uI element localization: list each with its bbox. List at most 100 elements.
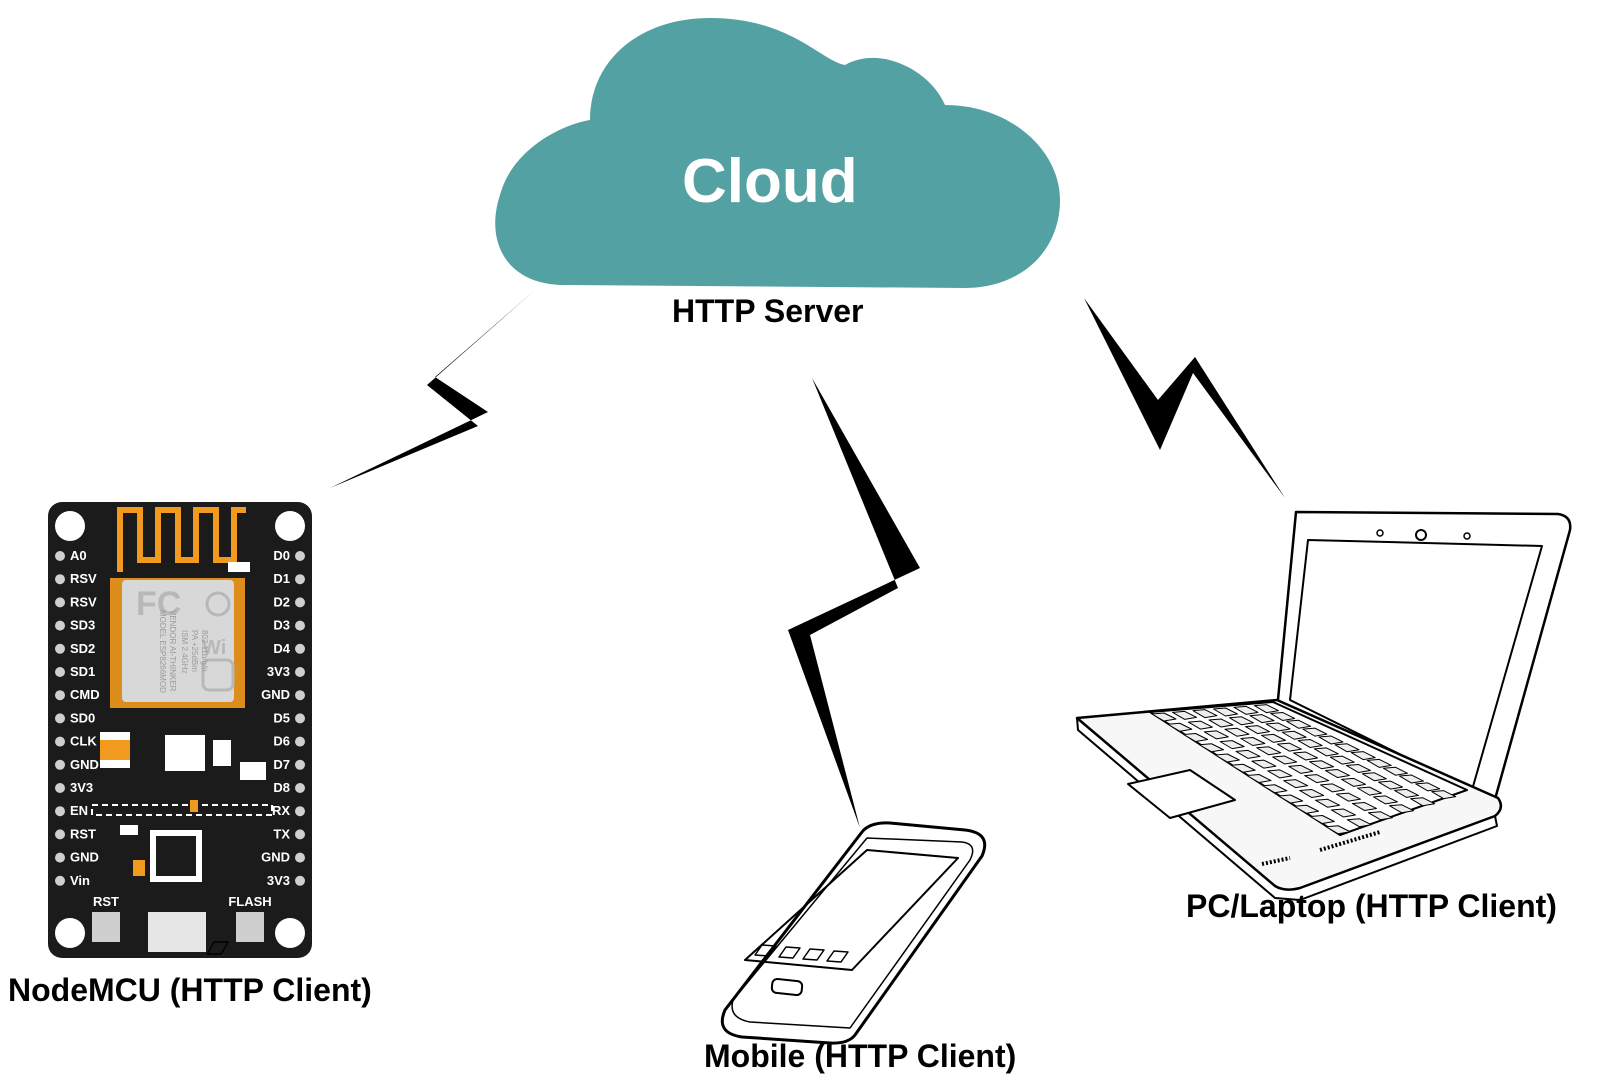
laptop-key (1357, 786, 1382, 796)
right-pin-label: D0 (273, 548, 290, 563)
right-pin-dot (295, 574, 305, 585)
laptop-key (1320, 783, 1346, 793)
right-pin-label: D4 (273, 641, 290, 656)
left-pin-label: RSV (70, 594, 97, 609)
http-server-label: HTTP Server (672, 293, 864, 329)
right-pin-dot (295, 736, 305, 747)
right-pin-label: D2 (273, 594, 290, 609)
laptop-key (1245, 725, 1270, 735)
laptop-key (1367, 811, 1393, 821)
right-pin-label: D7 (273, 757, 290, 772)
right-pin-dot (295, 852, 305, 863)
laptop-key (1187, 720, 1213, 730)
left-pin-label: Vin (70, 873, 90, 888)
laptop-key (1297, 739, 1323, 749)
right-pin-label: 3V3 (267, 664, 290, 679)
left-pin-label: RST (70, 826, 96, 841)
nodemcu-board-icon: FC Wi MODEL ESP8266MOD VENDOR AI-THINKER… (48, 502, 312, 958)
laptop-key (1330, 808, 1356, 818)
left-pin-dot (55, 713, 65, 724)
right-pin-label: GND (261, 687, 290, 702)
rst-button-label: RST (93, 894, 119, 909)
laptop-key (1256, 746, 1282, 756)
cloud-title: Cloud (682, 147, 858, 216)
right-pin-dot (295, 783, 305, 793)
mobile-label: Mobile (HTTP Client) (704, 1038, 1017, 1074)
laptop-key (1192, 709, 1218, 719)
laptop-key (1277, 742, 1302, 752)
right-pin-dot (295, 875, 305, 886)
right-pin-label: RX (272, 803, 290, 818)
svg-text:VENDOR AI-THINKER: VENDOR AI-THINKER (168, 610, 177, 692)
laptop-key (1265, 722, 1291, 732)
right-pin-dot (295, 829, 305, 840)
laptop-key (1283, 779, 1309, 789)
laptop-key (1334, 743, 1360, 753)
laptop-key (1208, 718, 1234, 728)
lightning-bolt-icon (330, 290, 535, 488)
svg-text:802.11b/g/n: 802.11b/g/n (200, 630, 209, 672)
laptop-key (1346, 818, 1372, 828)
right-pin-dot (295, 597, 305, 608)
laptop-key (1293, 751, 1318, 761)
right-pin-label: D8 (273, 780, 290, 795)
left-pin-dot (55, 643, 65, 654)
lightning-bolt-icon (788, 378, 920, 828)
laptop-key (1366, 758, 1392, 768)
left-pin-label: EN (70, 803, 88, 818)
laptop-key (1288, 764, 1314, 774)
laptop-key (1214, 753, 1240, 763)
right-pin-label: D1 (273, 571, 290, 586)
laptop-key (1281, 730, 1307, 740)
laptop-key (1341, 777, 1366, 787)
svg-text:MODEL ESP8266MOD: MODEL ESP8266MOD (158, 610, 167, 693)
left-pin-dot (55, 574, 65, 585)
left-pin-dot (55, 736, 65, 747)
right-pin-label: TX (273, 826, 290, 841)
svg-text:PA +25dBm: PA +25dBm (190, 630, 199, 672)
laptop-key (1233, 705, 1259, 715)
laptop-key (1351, 801, 1377, 811)
laptop-key (1389, 804, 1414, 814)
right-pin-dot (295, 667, 305, 677)
laptop-key (1325, 825, 1351, 835)
laptop-key (1203, 730, 1229, 740)
lightning-bolt-middle (788, 378, 920, 828)
right-pin-label: 3V3 (267, 873, 290, 888)
laptop-key (1224, 727, 1250, 737)
laptop-key (1309, 760, 1334, 770)
right-pin-label: D3 (273, 618, 290, 633)
left-pin-label: A0 (70, 548, 87, 563)
laptop-key (1235, 749, 1261, 759)
laptop-key (1394, 788, 1420, 798)
laptop-key (1249, 714, 1275, 724)
laptop-key (1302, 727, 1328, 737)
svg-text:Wi: Wi (202, 637, 226, 659)
laptop-key (1254, 704, 1279, 714)
left-pin-label: CLK (70, 734, 97, 749)
left-pin-dot (55, 783, 65, 793)
laptop-key (1167, 722, 1193, 732)
laptop-key (1313, 747, 1339, 757)
left-pin-label: GND (70, 850, 99, 865)
left-pin-dot (55, 620, 65, 631)
laptop-key (1294, 804, 1319, 814)
svg-text:ISM 2.4GHz: ISM 2.4GHz (180, 630, 189, 674)
laptop-key (1350, 751, 1376, 761)
right-pin-label: GND (261, 850, 290, 865)
right-pin-dot (295, 551, 305, 561)
smartphone-icon (206, 821, 987, 1045)
laptop-key (1373, 795, 1398, 805)
laptop-key (1230, 763, 1256, 773)
right-pin-dot (295, 643, 305, 654)
laptop-key (1309, 815, 1335, 824)
laptop-key (1199, 743, 1224, 753)
left-pin-label: SD3 (70, 618, 95, 633)
laptop-key (1261, 733, 1286, 743)
laptop-key (1240, 737, 1266, 746)
laptop-key (1318, 735, 1344, 745)
laptop-key (1299, 788, 1325, 798)
laptop-key (1267, 769, 1293, 779)
cloud-icon (495, 18, 1060, 288)
